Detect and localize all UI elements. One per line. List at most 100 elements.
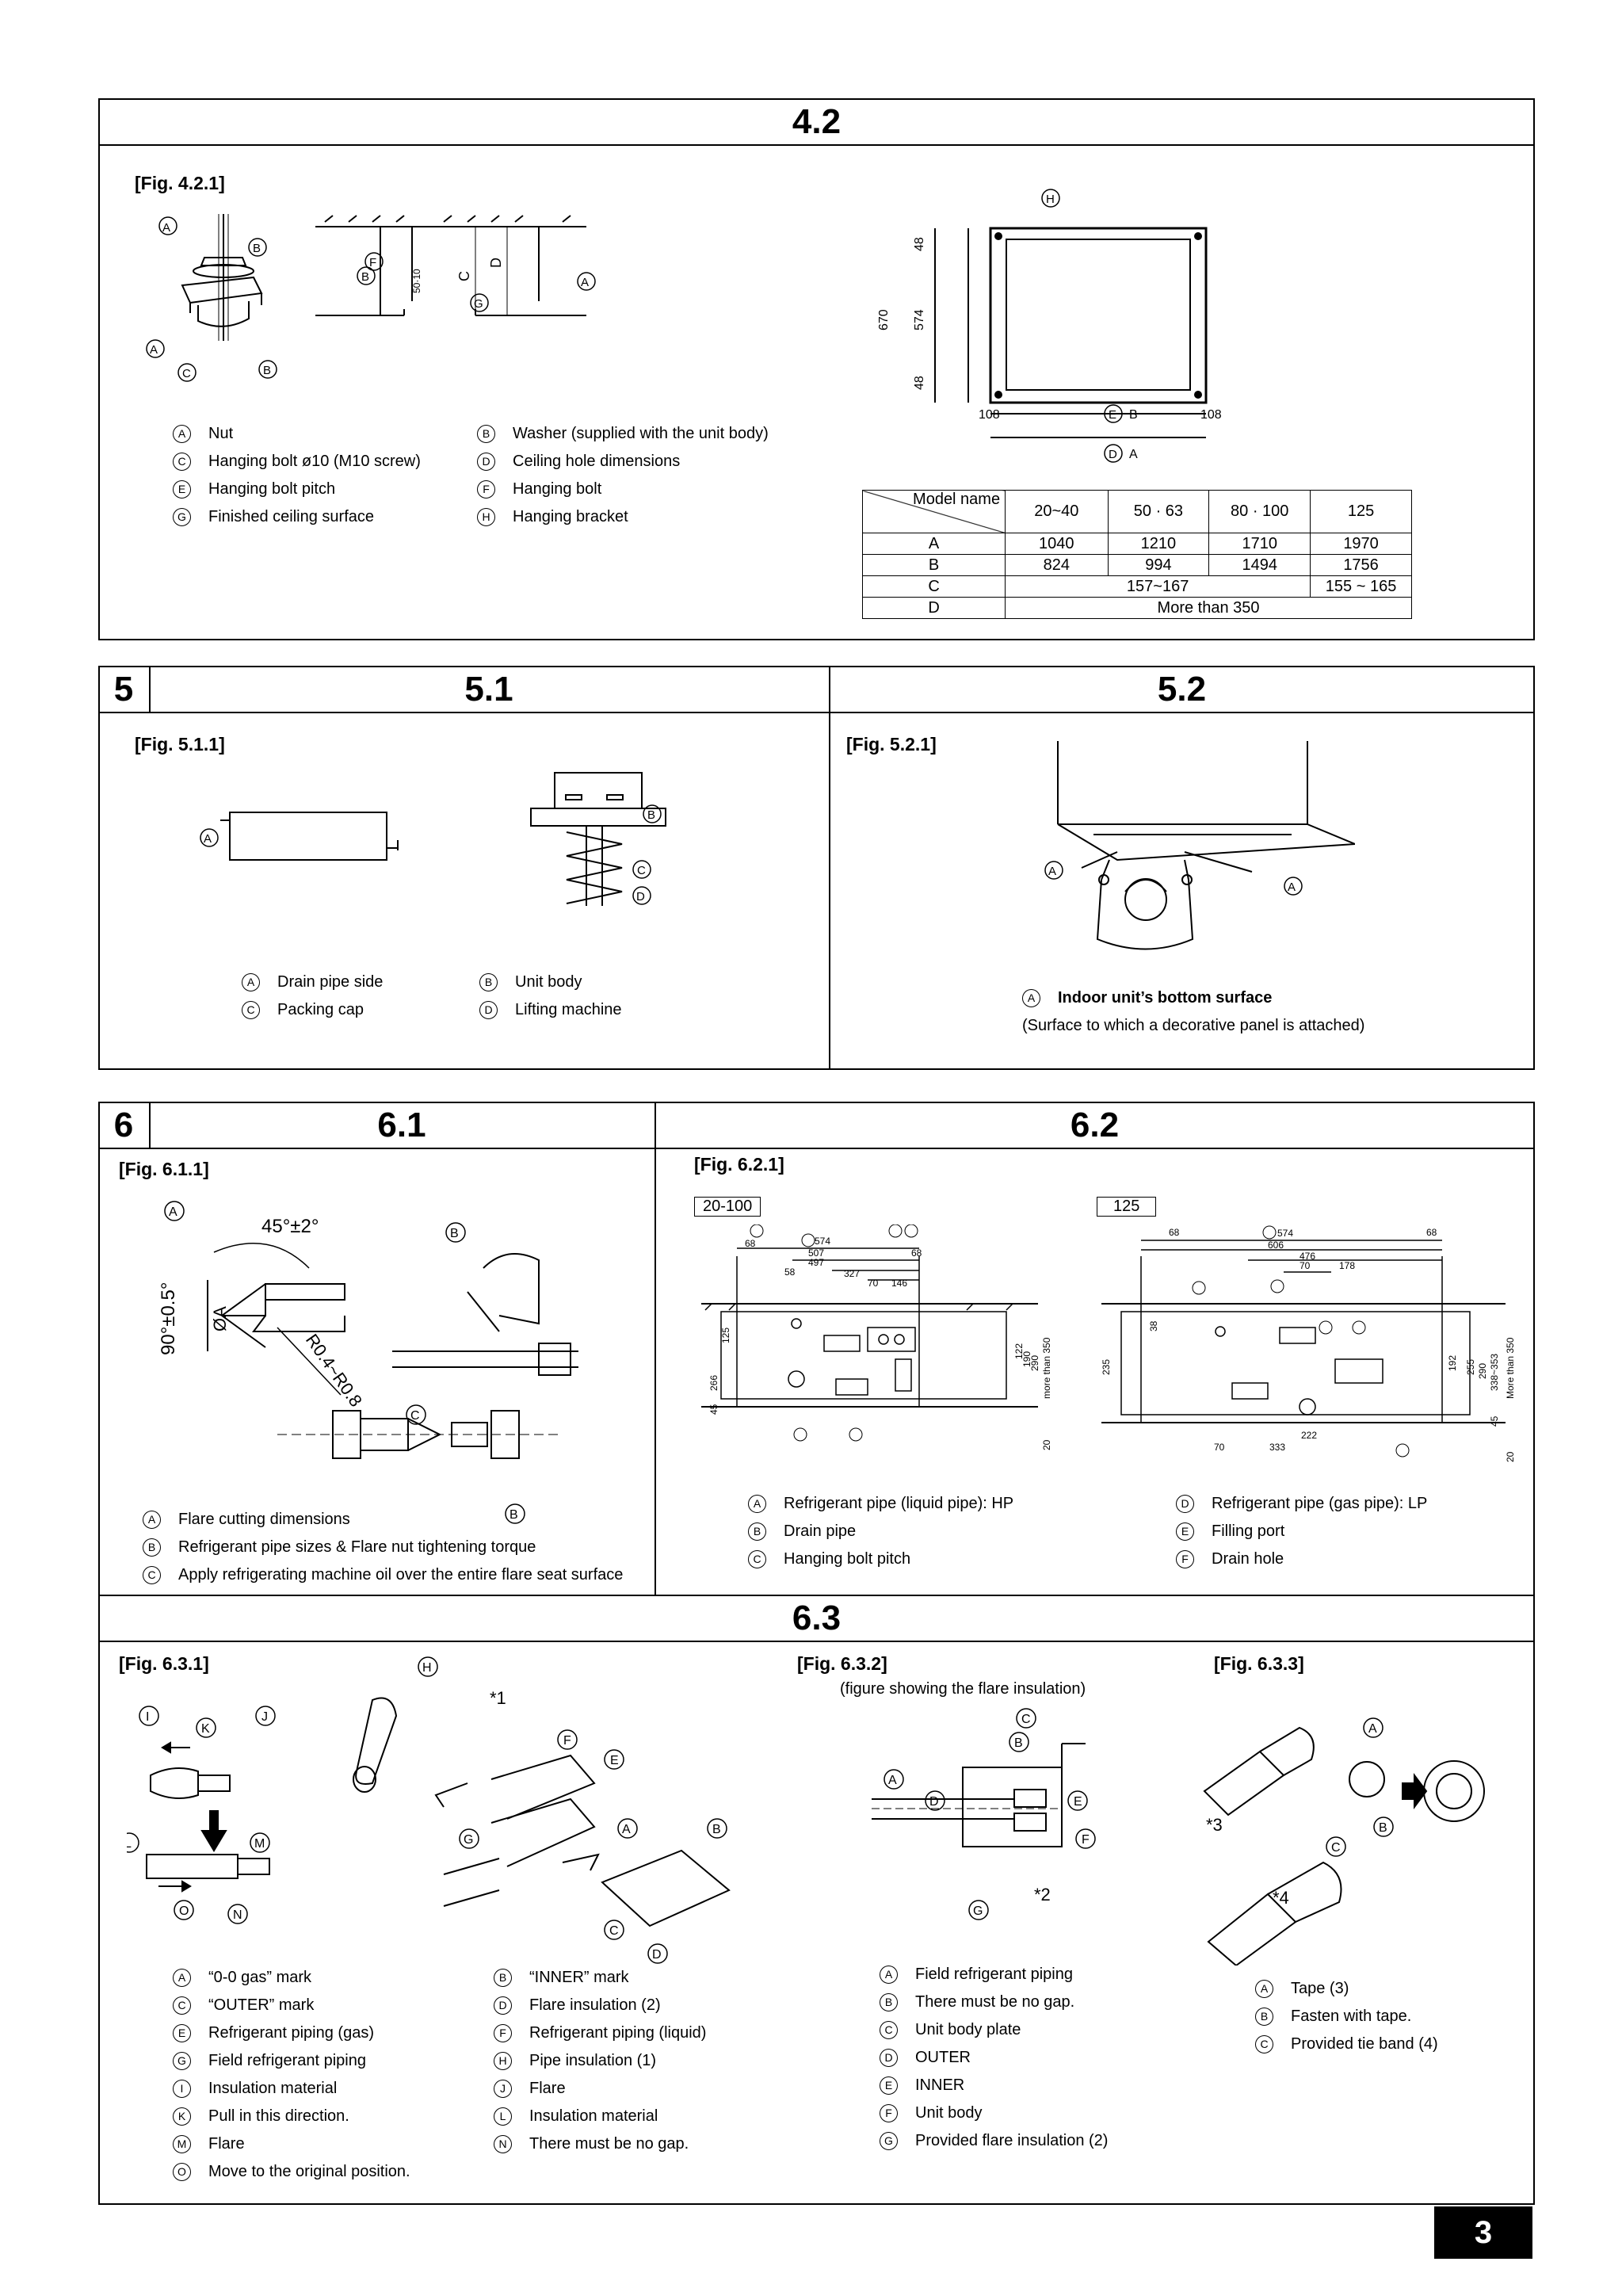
svg-text:574: 574 [815, 1236, 830, 1247]
section-5-2-header: 5.2 [1157, 670, 1207, 709]
legend-text: Hanging bolt pitch [784, 1550, 911, 1568]
legend-key: M [173, 2135, 191, 2153]
legend-text: “0-0 gas” mark [208, 1969, 312, 1986]
svg-text:A: A [150, 343, 158, 357]
legend-key: C [242, 1001, 260, 1019]
table-cell: 1970 [1310, 533, 1412, 555]
svg-text:B: B [647, 808, 655, 822]
legend-text: Nut [208, 425, 234, 442]
table-cell: B [861, 554, 1006, 576]
svg-text:B: B [263, 364, 271, 377]
table-header-cell: 50 · 63 [1107, 490, 1210, 533]
svg-text:E: E [1074, 1795, 1082, 1809]
svg-text:192: 192 [1447, 1355, 1458, 1371]
legend-text: There must be no gap. [915, 1993, 1075, 2011]
fig-6-3-3-drawing: A B C *3 *4 [1203, 1717, 1485, 1966]
legend-key: E [880, 2076, 898, 2095]
svg-text:68: 68 [745, 1238, 756, 1249]
dim-48-bottom: 48 [913, 376, 926, 390]
legend-text: Refrigerant piping (gas) [208, 2024, 374, 2042]
svg-text:333: 333 [1269, 1442, 1285, 1453]
legend-text: Apply refrigerating machine oil over the… [178, 1566, 624, 1584]
section-6-3-header: 6.3 [792, 1599, 842, 1637]
legend-key: G [880, 2132, 898, 2150]
legend-key: L [494, 2107, 512, 2126]
legend-key: A [173, 425, 191, 443]
legend-text: Flare insulation (2) [529, 1996, 661, 2014]
legend-text: Unit body plate [915, 2021, 1021, 2038]
table-row: B 824 994 1494 1756 [861, 554, 1412, 576]
legend-text: Pipe insulation (1) [529, 2052, 657, 2069]
legend-key: F [1176, 1550, 1194, 1568]
dim-a: A [1129, 448, 1138, 461]
svg-text:507: 507 [808, 1247, 824, 1259]
svg-text:E: E [610, 1754, 619, 1767]
svg-text:G: G [973, 1904, 983, 1918]
svg-text:68: 68 [1169, 1227, 1180, 1238]
legend-key: F [880, 2104, 898, 2122]
fig-6-3-2-caption: (figure showing the flare insulation) [840, 1680, 1086, 1698]
svg-text:H: H [1046, 193, 1055, 206]
svg-text:178: 178 [1339, 1260, 1355, 1271]
legend-text: Flare cutting dimensions [178, 1511, 350, 1528]
fig-5-1-1-drawing: A B C D [200, 772, 666, 906]
svg-text:J: J [261, 1710, 268, 1724]
svg-text:M: M [254, 1837, 265, 1851]
svg-text:70: 70 [1214, 1442, 1225, 1453]
svg-text:20: 20 [1505, 1451, 1516, 1462]
svg-text:D: D [636, 890, 645, 904]
svg-text:C: C [410, 1409, 420, 1423]
svg-text:E: E [1109, 408, 1116, 422]
svg-text:N: N [233, 1908, 242, 1922]
table-cell: A [861, 533, 1006, 555]
legend-item: A Nut [173, 420, 477, 448]
model-tag-20-100: 20-100 [694, 1197, 761, 1217]
svg-text:D: D [929, 1795, 939, 1809]
svg-text:C: C [456, 271, 472, 281]
legend-text: Refrigerant pipe sizes & Flare nut tight… [178, 1538, 536, 1556]
legend-item: A“0-0 gas” mark [173, 1964, 494, 1992]
legend-key: C [143, 1566, 161, 1584]
fig-5-2-1-drawing: A A [1044, 741, 1355, 950]
svg-text:C: C [637, 864, 646, 877]
svg-text:D: D [652, 1948, 662, 1962]
section-6-num-divider [149, 1102, 151, 1148]
legend-key: B [477, 425, 495, 443]
table-cell: More than 350 [1005, 597, 1412, 619]
legend-key: C [173, 1996, 191, 2015]
svg-text:H: H [422, 1661, 432, 1675]
legend-key: A [1255, 1980, 1273, 1998]
svg-text:B: B [1014, 1736, 1023, 1750]
svg-text:A: A [888, 1774, 897, 1787]
legend-text: OUTER [915, 2049, 971, 2066]
section-4-2-header-rule [98, 144, 1535, 146]
legend-text: Hanging bracket [513, 508, 628, 525]
svg-text:497: 497 [808, 1257, 824, 1268]
svg-text:255: 255 [1465, 1359, 1476, 1375]
svg-text:F: F [369, 256, 376, 269]
svg-text:C: C [182, 367, 191, 380]
phi-a-label: ØA [210, 1306, 230, 1331]
fig-6-2-1-label: [Fig. 6.2.1] [694, 1154, 784, 1175]
svg-text:A: A [1368, 1722, 1377, 1736]
legend-key: I [173, 2080, 191, 2098]
svg-text:O: O [179, 1904, 189, 1918]
legend-text: Drain pipe [784, 1522, 857, 1540]
svg-text:146: 146 [891, 1278, 907, 1289]
legend-item: H Pipe insulation (1) [494, 2047, 791, 2075]
dim-574: 574 [913, 309, 926, 330]
fig-4-2-1-plan-view: 670 574 48 48 108 108 B A H E D [877, 189, 1222, 463]
table-row: C 157~167 155 ~ 165 [861, 575, 1412, 598]
legend-text: “INNER” mark [529, 1969, 629, 1986]
legend-key: H [494, 2052, 512, 2070]
